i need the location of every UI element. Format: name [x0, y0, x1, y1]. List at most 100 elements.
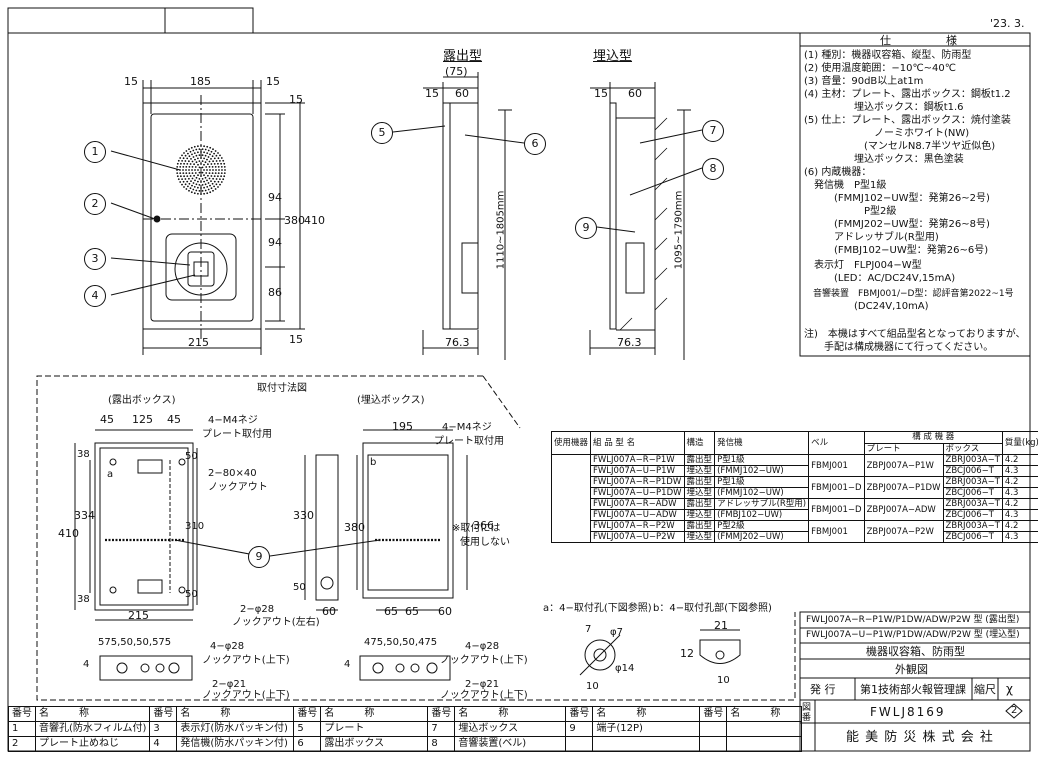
model-line-1: FWLJ007A−R−P1W/P1DW/ADW/P2W 型 (露出型) [806, 615, 1020, 625]
table-cell: FWLJ007A−U−P2W [590, 531, 685, 543]
title-view: 外観図 [895, 663, 928, 676]
spec-header: 仕 様 [880, 34, 957, 47]
dim-label: 410 [58, 527, 79, 540]
table-cell: (FMMJ202−UW) [714, 531, 810, 543]
dim-label: 12 [680, 647, 694, 660]
dim-label: φ14 [615, 663, 635, 674]
issue-label: 発 行 [810, 683, 836, 696]
dim-label: 50 [293, 582, 306, 593]
mount-flush-box-title: (埋込ボックス) [357, 395, 425, 406]
hole-a-title: a：4−取付孔(下図参照) [543, 603, 652, 614]
table-cell [550, 454, 592, 543]
col-header: ベル [808, 431, 865, 455]
dim-label: 15 [266, 75, 280, 88]
callout-2: 2 [84, 193, 106, 215]
part-name [726, 736, 803, 752]
spec-line: アドレッサブル(R型用) [804, 232, 939, 243]
spec-line: 音響装置 FBMJ001/−D型：認評音第2022~1号 [804, 289, 1014, 299]
drawing-no-label: 図番 [802, 703, 812, 723]
dim-label: φ7 [610, 627, 623, 638]
dim-label: 575,50,50,575 [98, 637, 172, 648]
dim-label: 15 [124, 75, 138, 88]
callout-6: 6 [524, 133, 546, 155]
callout-5: 5 [371, 122, 393, 144]
dim-label: 60 [455, 87, 469, 100]
table-row: FWLJ007A−U−P2W 埋込型 (FMMJ202−UW) ZBCJ006−… [552, 531, 1038, 543]
dim-label: 185 [190, 75, 211, 88]
spec-line: (1) 種別：機器収容箱、縦型、防雨型 [804, 50, 972, 61]
spec-line: 手配は構成機器にて行ってください。 [804, 342, 994, 353]
config-table: 使用機器 組 品 型 名 構造 発信機 ベル 構 成 機 器 質量(kg) プレ… [550, 431, 1038, 543]
dim-label: 45 [100, 413, 114, 426]
spec-line: ノーミホワイト(NW) [804, 128, 970, 139]
table-row: FWLJ007A−U−P1W 埋込型 (FMMJ102−UW) ZBCJ006−… [552, 465, 1038, 477]
callout-3: 3 [84, 248, 106, 270]
dim-label: 15 [289, 93, 303, 106]
spec-line: P型2級 [804, 206, 897, 217]
scale-value: χ [1006, 682, 1013, 696]
dim-label: 330 [293, 509, 314, 522]
dim-label: 94 [268, 236, 282, 249]
spec-line: (FMMJ202−UW型：発第26~8号) [804, 219, 990, 230]
callout-8: 8 [702, 158, 724, 180]
dim-label: 38 [77, 594, 90, 605]
callout-9-mount: 9 [248, 546, 270, 568]
dim-label: 215 [128, 609, 149, 622]
dim-label: 15 [425, 87, 439, 100]
spec-line: 表示灯 FLPJ004−W型 [804, 260, 922, 271]
dim-label: ノックアウト [208, 482, 268, 493]
view-title-exposed: 露出型 [443, 49, 483, 64]
part-no: 8 [427, 736, 456, 752]
dim-label: 4 [83, 659, 90, 670]
drawing-number: FWLJ8169 [870, 705, 946, 719]
dim-label: (75) [445, 65, 468, 78]
dim-label: 4 [344, 659, 351, 670]
dim-label: 334 [74, 509, 95, 522]
spec-line: (DC24V,10mA) [804, 301, 929, 312]
mount-exposed-box-title: (露出ボックス) [108, 395, 176, 406]
dim-label: b [370, 457, 377, 468]
dim-label: 195 [392, 420, 413, 433]
spec-line: 発信機 P型1級 [804, 180, 887, 191]
table-row: FWLJ007A−U−ADW 埋込型 (FMBJ102−UW) ZBCJ006−… [552, 509, 1038, 521]
dim-label: 4−M4ネジ [442, 422, 492, 433]
issuing-dept: 第1技術部火報管理課 [860, 683, 966, 696]
part-name: 露出ボックス [320, 736, 429, 752]
model-line-2: FWLJ007A−U−P1W/P1DW/ADW/P2W 型 (埋込型) [806, 630, 1020, 640]
dim-label: プレート取付用 [202, 429, 272, 440]
dim-label: 94 [268, 191, 282, 204]
dim-label: 2−φ28 [240, 604, 275, 615]
dim-label: 76.3 [617, 336, 642, 349]
table-row: 2 プレート止めねじ 4 発信機(防水パッキン付) 6 露出ボックス 8 音響装… [8, 736, 803, 752]
dim-label: 215 [188, 336, 209, 349]
table-row: 1 音響孔(防水フィルム付) 3 表示灯(防水パッキン付) 5 プレート 7 埋… [8, 721, 803, 737]
spec-line: 埋込ボックス：黒色塗装 [804, 154, 964, 165]
callout-4: 4 [84, 285, 106, 307]
table-cell: FBMJ001 [808, 520, 865, 543]
part-name: プレート止めねじ [34, 736, 151, 752]
spec-line: (LED：AC/DC24V,15mA) [804, 273, 956, 284]
dim-label: 50 [185, 589, 198, 600]
dim-label: 410 [304, 214, 325, 227]
dim-label: ノックアウト(上下) [202, 690, 290, 701]
part-name: 音響装置(ベル) [454, 736, 567, 752]
dim-label: 310 [185, 521, 205, 532]
dim-label: 76.3 [445, 336, 470, 349]
table-row: FWLJ007A−R−ADW 露出型 アドレッサブル(R型用) FBMJ001−… [552, 498, 1038, 521]
callout-9: 9 [575, 217, 597, 239]
dim-label: 2−φ21 [212, 679, 247, 690]
dim-label: 10 [586, 681, 599, 692]
hole-b-title: b：4−取付孔部(下図参照) [653, 603, 772, 614]
dim-label: 38 [77, 449, 90, 460]
callout-7: 7 [702, 120, 724, 142]
scale-label: 縮尺 [974, 683, 996, 696]
spec-line: (マンセルN8.7半ツヤ近似色) [804, 141, 996, 152]
dim-label: 86 [268, 286, 282, 299]
spec-line: (FMMJ102−UW型：発第26~2号) [804, 193, 990, 204]
spec-line: (3) 音量：90dB以上at1m [804, 76, 924, 87]
dim-label: 50 [185, 451, 198, 462]
spec-line: (5) 仕上：プレート、露出ボックス：焼付塗装 [804, 115, 1011, 126]
dim-label: 380 [284, 214, 305, 227]
